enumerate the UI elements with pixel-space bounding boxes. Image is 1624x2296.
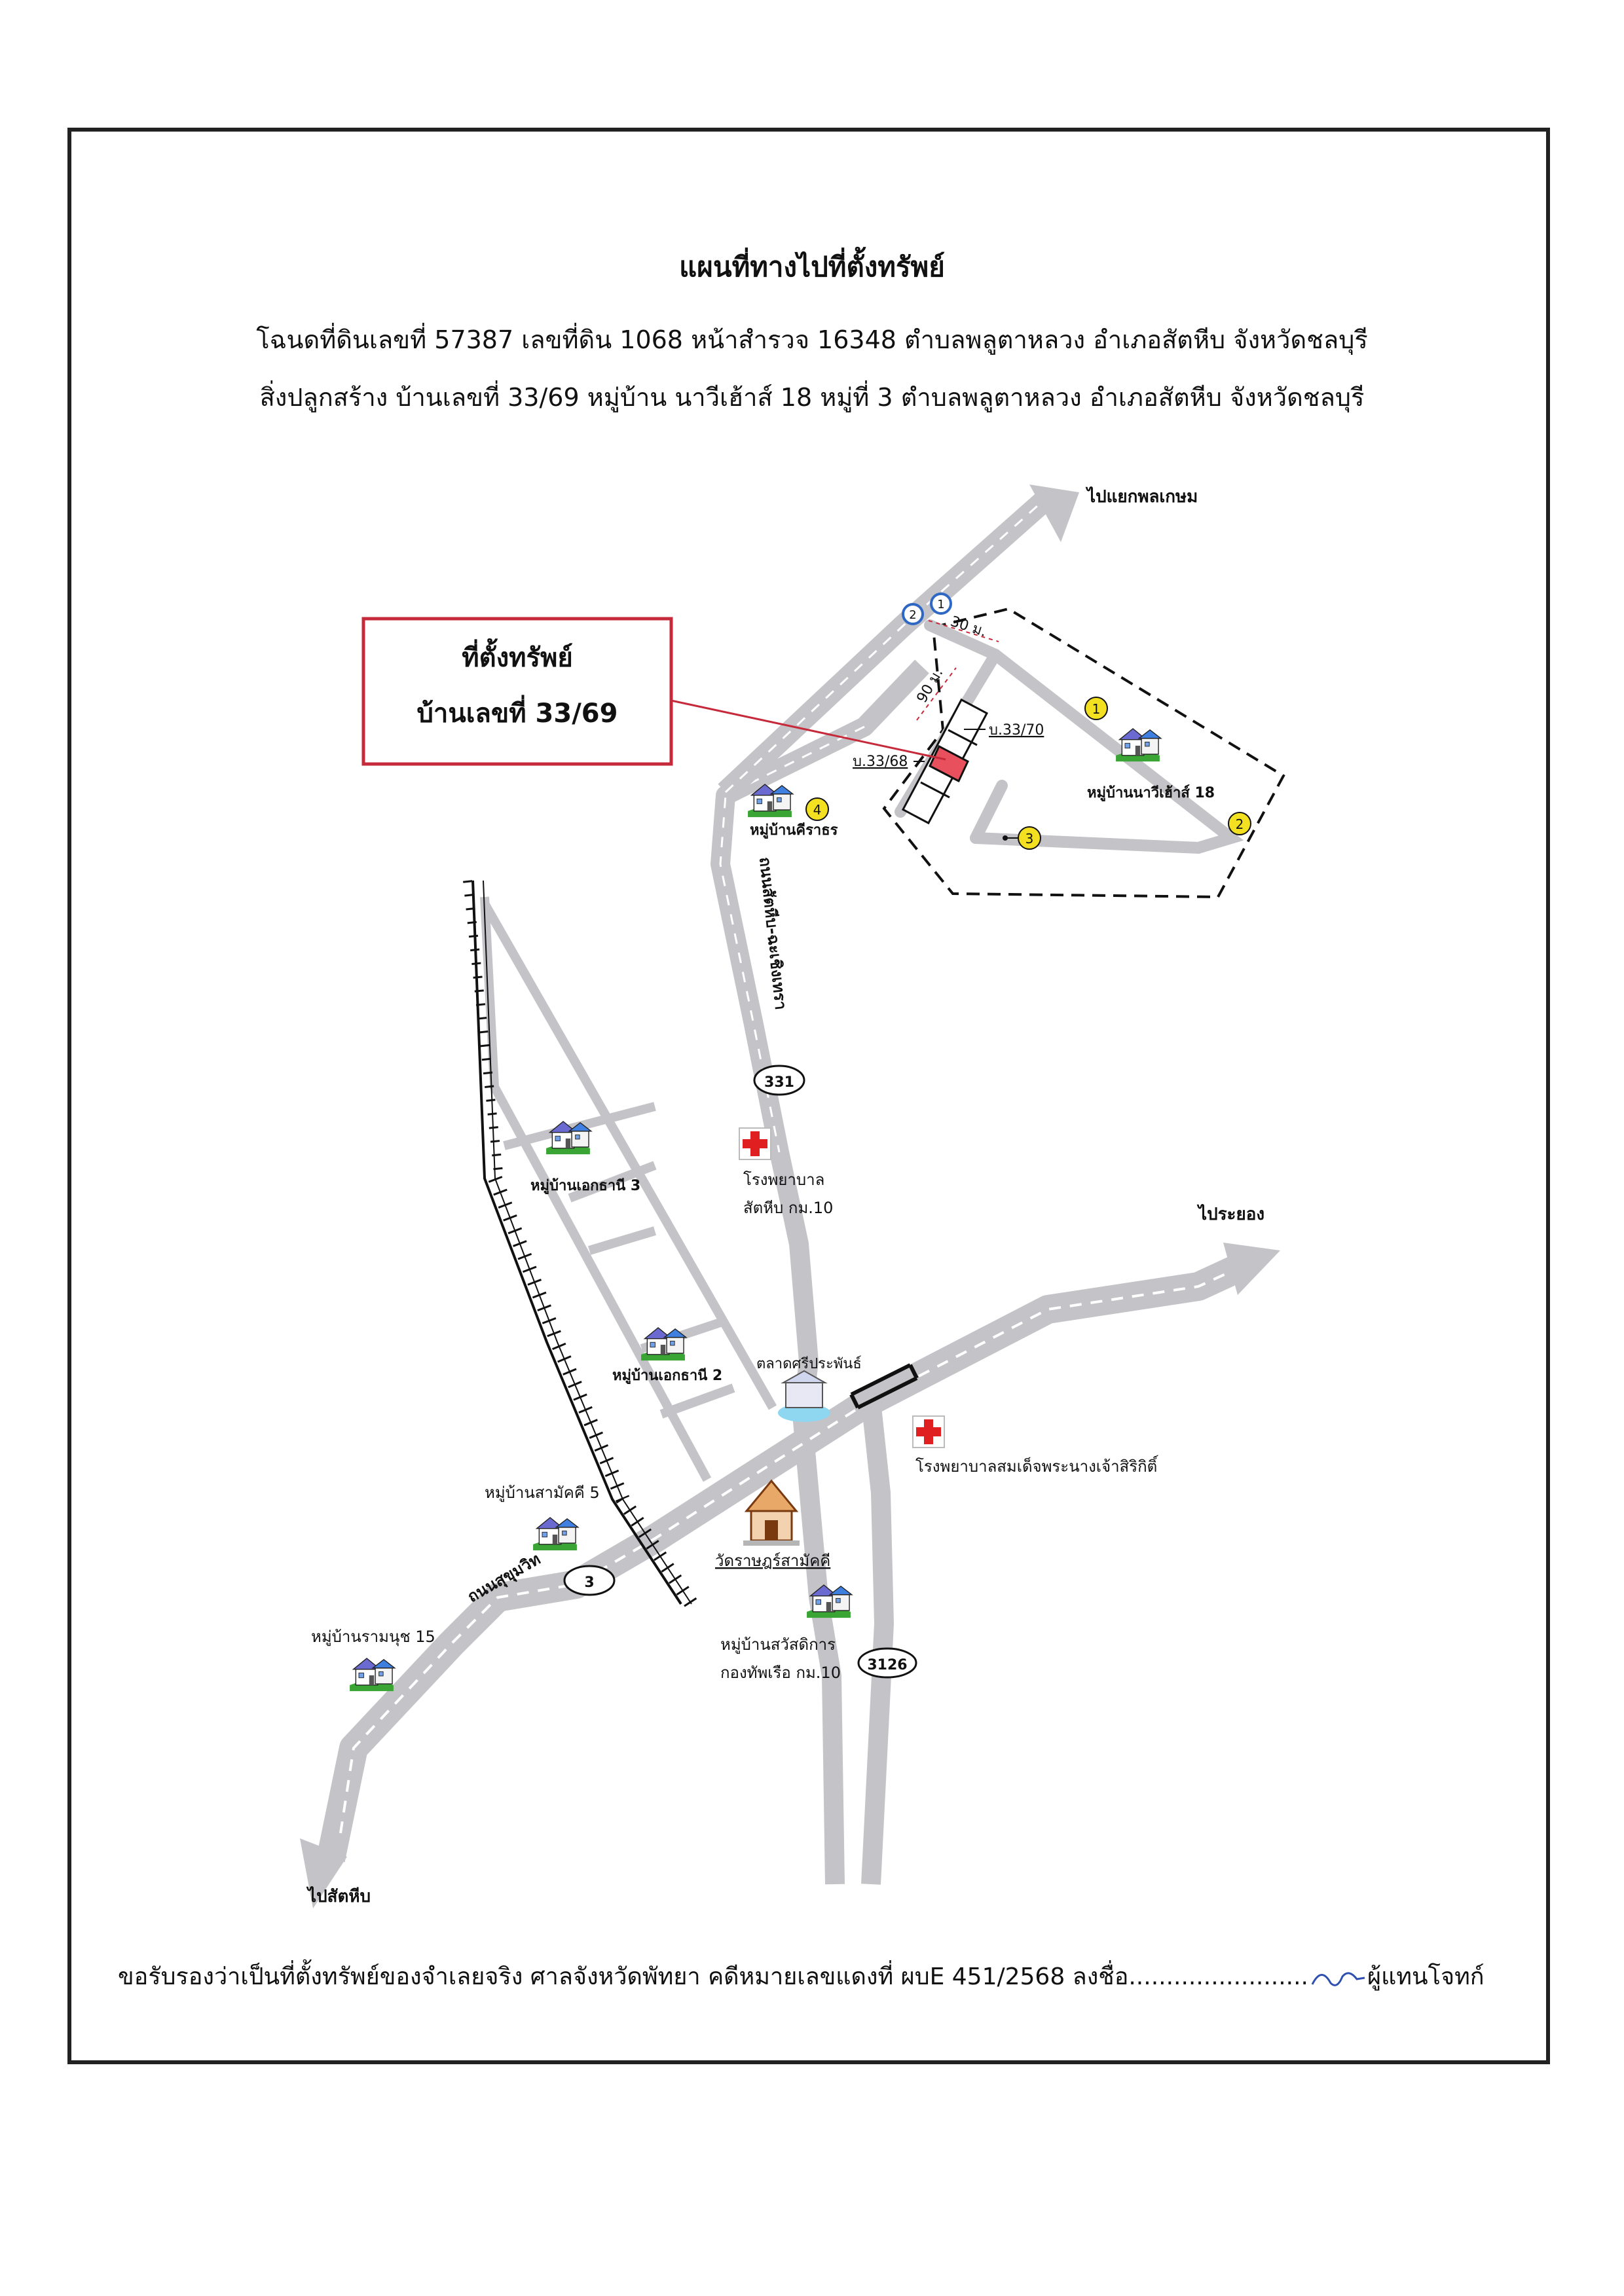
target-plot-33-69 [929, 744, 969, 783]
callout-title: ที่ตั้งทรัพย์ [462, 638, 573, 673]
raman15-label: หมู่บ้านรามนุช 15 [311, 1628, 435, 1647]
callout-house-number: บ้านเลขที่ 33/69 [417, 695, 618, 729]
plot-label-33-68: บ.33/68 [853, 754, 908, 770]
road-331-name: ถนนสัตหีบ-ฉะเชิงเทรา [756, 856, 790, 1011]
navy-house-label: หมู่บ้านนาวีเฮ้าส์ 18 [1087, 784, 1215, 802]
marker-2-yellow: 2 [1228, 812, 1251, 835]
svg-text:2: 2 [909, 608, 916, 622]
svg-text:2: 2 [1236, 816, 1244, 832]
direction-east-label: ไประยอง [1196, 1203, 1264, 1224]
marker-4-yellow: 4 [805, 797, 829, 821]
svg-text:1: 1 [937, 598, 944, 611]
hospital-sattahip-label-2: สัตหีบ กม.10 [743, 1199, 833, 1217]
svg-text:3: 3 [1025, 831, 1034, 847]
road-sukhumvit [300, 1243, 1280, 1908]
arrow-north [1029, 484, 1079, 542]
subdivision-boundary [882, 607, 1285, 899]
intersection-bridge [849, 1363, 919, 1410]
ekthani2-village-icon [640, 1327, 687, 1361]
hospital-icon-queen-sirikit [912, 1415, 945, 1448]
marker-1-blue: 1 [930, 592, 952, 615]
ekthani2-label: หมู่บ้านเอกธานี 2 [612, 1368, 722, 1385]
svg-text:3: 3 [584, 1575, 594, 1591]
page-frame [67, 128, 1550, 2064]
plot-label-33-70: บ.33/70 [989, 722, 1044, 738]
route-shield-331: 331 [753, 1065, 805, 1096]
arrow-east [1223, 1243, 1280, 1295]
deed-line: โฉนดที่ดินเลขที่ 57387 เลขที่ดิน 1068 หน… [256, 325, 1368, 354]
ekthani3-village-icon [545, 1121, 592, 1155]
market-icon [778, 1370, 830, 1422]
temple-icon [743, 1479, 800, 1546]
svg-text:3126: 3126 [867, 1657, 907, 1673]
road-3126 [861, 1400, 895, 1885]
hospital-sattahip-label: โรงพยาบาล [743, 1171, 824, 1189]
navy-house-village-icon [1115, 728, 1162, 762]
marker-2-blue: 2 [902, 603, 924, 625]
page-title: แผนที่ทางไปที่ตั้งทรัพย์ [679, 251, 945, 283]
footer-role: ผู้แทนโจทก์ [1367, 1963, 1485, 1990]
svg-text:4: 4 [813, 802, 822, 818]
marker-3-yellow: 3 [1003, 826, 1041, 850]
samakkhi5-label: หมู่บ้านสามัคคี 5 [485, 1484, 600, 1503]
sawatdikan-label: หมู่บ้านสวัสดิการ [720, 1635, 836, 1654]
ekthani3-label: หมู่บ้านเอกธานี 3 [530, 1178, 640, 1195]
road-331 [710, 659, 929, 1885]
house-plots [901, 698, 989, 825]
route-shield-3: 3 [563, 1565, 616, 1596]
hospital-icon-sattahip [739, 1127, 771, 1160]
certification-footer: ขอรับรองว่าเป็นที่ตั้งทรัพย์ของจำเลยจริง… [118, 1958, 1506, 1995]
marker-1-yellow: 1 [1084, 697, 1108, 720]
svg-text:331: 331 [764, 1074, 794, 1091]
railway [463, 880, 698, 1609]
arrow-southwest [300, 1838, 347, 1908]
callout-pointer [671, 699, 946, 761]
location-callout [361, 617, 673, 766]
svg-text:1: 1 [1092, 701, 1101, 717]
market-label: ตลาดศรีประพันธ์ [756, 1356, 862, 1372]
distance-marks [916, 620, 999, 721]
signature [1311, 1972, 1365, 1986]
temple-label: วัดราษฎร์สามัคคี [715, 1552, 830, 1570]
route-shield-3126: 3126 [857, 1647, 917, 1679]
khararat-label: หมู่บ้านคีราธร [750, 822, 838, 839]
direction-north-label: ไปแยกพลเกษม [1085, 486, 1198, 507]
road-north-branch [718, 484, 1079, 801]
raman15-village-icon [349, 1658, 396, 1692]
samakkhi5-village-icon [532, 1517, 579, 1551]
footer-text: ขอรับรองว่าเป็นที่ตั้งทรัพย์ของจำเลยจริง… [118, 1963, 1308, 1990]
hospital-queen-sirikit-label: โรงพยาบาลสมเด็จพระนางเจ้าสิริกิติ์ [915, 1455, 1159, 1476]
direction-southwest-label: ไปสัตหีบ [306, 1886, 371, 1906]
building-line: สิ่งปลูกสร้าง บ้านเลขที่ 33/69 หมู่บ้าน … [259, 383, 1365, 412]
sawatdikan-label-2: กองทัพเรือ กม.10 [720, 1664, 841, 1682]
